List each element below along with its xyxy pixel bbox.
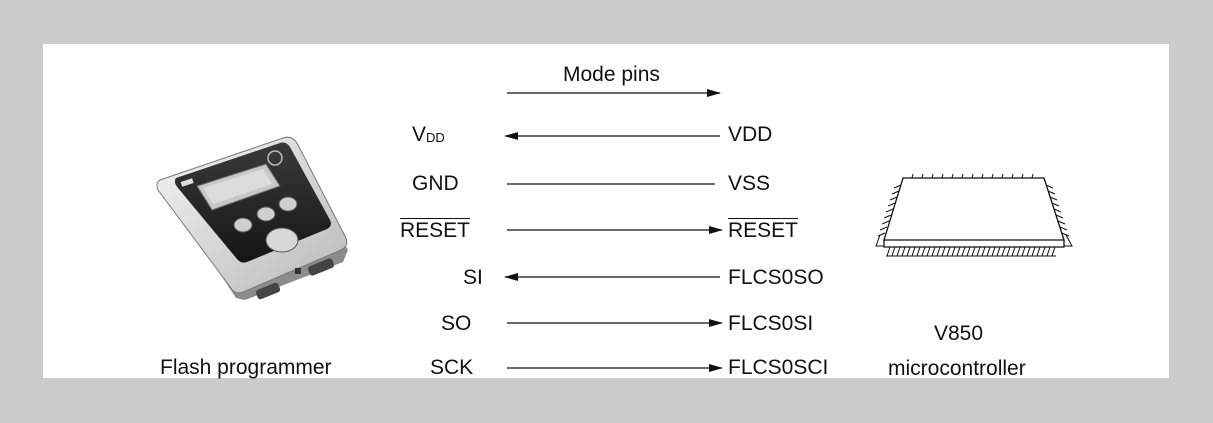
programmer-pin-si: SI bbox=[463, 266, 483, 289]
programmer-pin-sck: SCK bbox=[430, 356, 474, 379]
programmer-pin-so: SO bbox=[441, 312, 472, 335]
programmer-caption: Flash programmer bbox=[160, 356, 332, 379]
mcu-caption-line2: microcontroller bbox=[888, 357, 1026, 380]
v850-chip-illustration bbox=[875, 173, 1073, 257]
programmer-pin-vdd: VDD bbox=[412, 123, 445, 146]
mcu-pin-reset: RESET bbox=[728, 219, 799, 242]
programmer-pin-gnd: GND bbox=[412, 172, 459, 195]
mcu-pin-vss: VSS bbox=[728, 172, 771, 195]
mcu-pin-vdd: VDD bbox=[728, 123, 773, 146]
flash-programmer-device-illustration bbox=[156, 136, 348, 300]
mcu-caption-line1: V850 bbox=[934, 322, 984, 345]
mcu-pin-flcs0so: FLCS0SO bbox=[728, 266, 824, 289]
mcu-pin-flcs0sci: FLCS0SCI bbox=[728, 356, 829, 379]
mode-pins-label: Mode pins bbox=[563, 63, 660, 86]
mcu-pin-flcs0si: FLCS0SI bbox=[728, 312, 814, 335]
programmer-pin-reset: RESET bbox=[400, 219, 471, 242]
